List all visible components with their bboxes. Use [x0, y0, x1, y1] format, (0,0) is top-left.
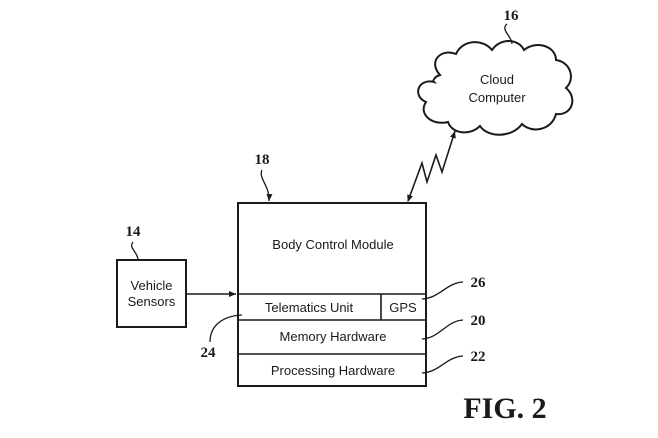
telematics-unit-label: Telematics Unit — [265, 300, 354, 315]
memory-ref-number: 20 — [471, 313, 486, 329]
cloud-label-line2: Computer — [468, 90, 526, 105]
processing-hardware-label: Processing Hardware — [271, 363, 395, 378]
memory-hardware-label: Memory Hardware — [280, 329, 387, 344]
gps-ref-leader — [421, 281, 464, 300]
gps-label: GPS — [389, 300, 417, 315]
bcm-label: Body Control Module — [272, 237, 393, 252]
telematics-ref-number: 24 — [201, 345, 217, 361]
memory-ref-leader — [421, 319, 464, 340]
processing-ref-number: 22 — [471, 349, 486, 365]
cloud-ref-number: 16 — [504, 8, 520, 24]
body-control-module: Body Control Module Telematics Unit GPS … — [237, 202, 427, 387]
cloud-label-line1: Cloud — [480, 72, 514, 87]
cloud-shape — [417, 40, 574, 136]
vehicle-sensors-label-line1: Vehicle — [131, 278, 173, 293]
bcm-ref-arrow — [260, 169, 273, 202]
bcm-ref-number: 18 — [255, 152, 270, 168]
cloud-ref-leader — [504, 23, 513, 45]
wireless-link-icon — [407, 130, 456, 202]
figure-caption: FIG. 2 — [463, 392, 546, 425]
vehicle-sensors-label-line2: Sensors — [128, 294, 176, 309]
gps-ref-number: 26 — [471, 275, 487, 291]
cloud-computer: Cloud Computer — [417, 40, 574, 136]
vehicle-sensors-ref-number: 14 — [126, 224, 142, 240]
vehicle-sensors-ref-leader — [131, 241, 139, 261]
vehicle-sensors: Vehicle Sensors — [116, 259, 187, 328]
telematics-ref-leader — [209, 314, 243, 343]
processing-ref-leader — [421, 355, 464, 374]
